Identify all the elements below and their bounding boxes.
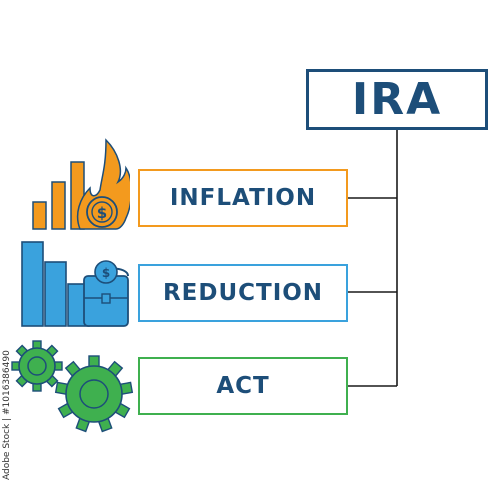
gears-icon xyxy=(11,340,134,433)
svg-text:$: $ xyxy=(97,204,107,222)
stock-watermark: Adobe Stock | #1016386490 xyxy=(2,350,12,480)
word-box-inflation: INFLATION xyxy=(138,169,348,227)
declining-bars-briefcase-icon: $ xyxy=(21,241,129,327)
word-box-reduction: REDUCTION xyxy=(138,264,348,322)
svg-text:$: $ xyxy=(102,266,110,280)
burning-money-bar-chart-icon: $ xyxy=(32,138,130,230)
acronym-title: IRA xyxy=(306,69,488,130)
word-box-act: ACT xyxy=(138,357,348,415)
